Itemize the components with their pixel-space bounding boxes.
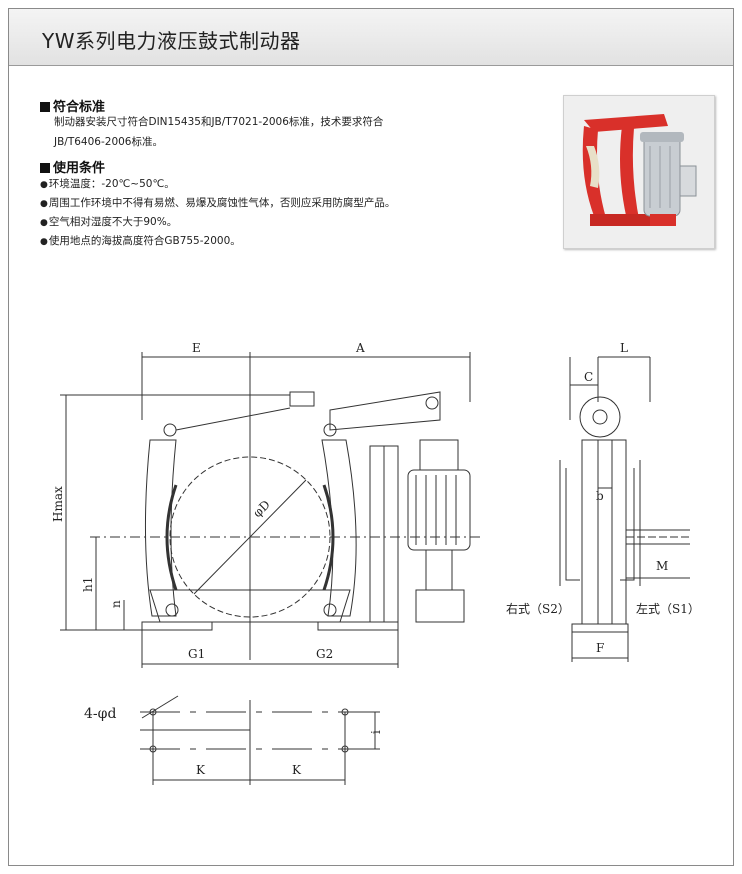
dim-K1: K [196, 763, 206, 777]
left-type-label: 左式（S1） [636, 601, 700, 616]
page-frame [8, 8, 734, 866]
dim-i: i [369, 730, 383, 734]
dim-A: A [355, 341, 365, 355]
condition-item: 空气相对湿度不大于90%。 [40, 214, 177, 229]
dim-h1: h1 [81, 577, 95, 592]
dim-E: E [192, 341, 201, 355]
condition-item: 周围工作环境中不得有易燃、易爆及腐蚀性气体，否则应采用防腐型产品。 [40, 195, 396, 210]
condition-item: 环境温度：-20℃~50℃。 [40, 176, 175, 191]
condition-item: 使用地点的海拔高度符合GB755-2000。 [40, 233, 241, 248]
dim-holes: 4-φd [84, 706, 116, 722]
conditions-heading: 使用条件 [40, 157, 105, 176]
dim-L: L [620, 341, 628, 355]
right-type-label: 右式（S2） [506, 601, 570, 616]
product-photo [563, 95, 715, 249]
dim-F: F [596, 641, 604, 655]
page-title: YW系列电力液压鼓式制动器 [42, 29, 301, 53]
standards-heading: 符合标准 [40, 96, 105, 115]
dim-G1: G1 [188, 647, 205, 661]
dim-M: M [656, 559, 668, 573]
dim-b: b [596, 489, 604, 503]
dim-G2: G2 [316, 647, 333, 661]
standards-line-2: JB/T6406-2006标准。 [54, 136, 163, 148]
title-bar: YW系列电力液压鼓式制动器 [9, 9, 733, 66]
dim-K2: K [292, 763, 302, 777]
standards-line-1: 制动器安装尺寸符合DIN15435和JB/T7021-2006标准，技术要求符合 [54, 116, 384, 128]
dim-Hmax: Hmax [51, 486, 65, 522]
dim-n: n [109, 600, 123, 608]
dim-C: C [584, 370, 593, 384]
